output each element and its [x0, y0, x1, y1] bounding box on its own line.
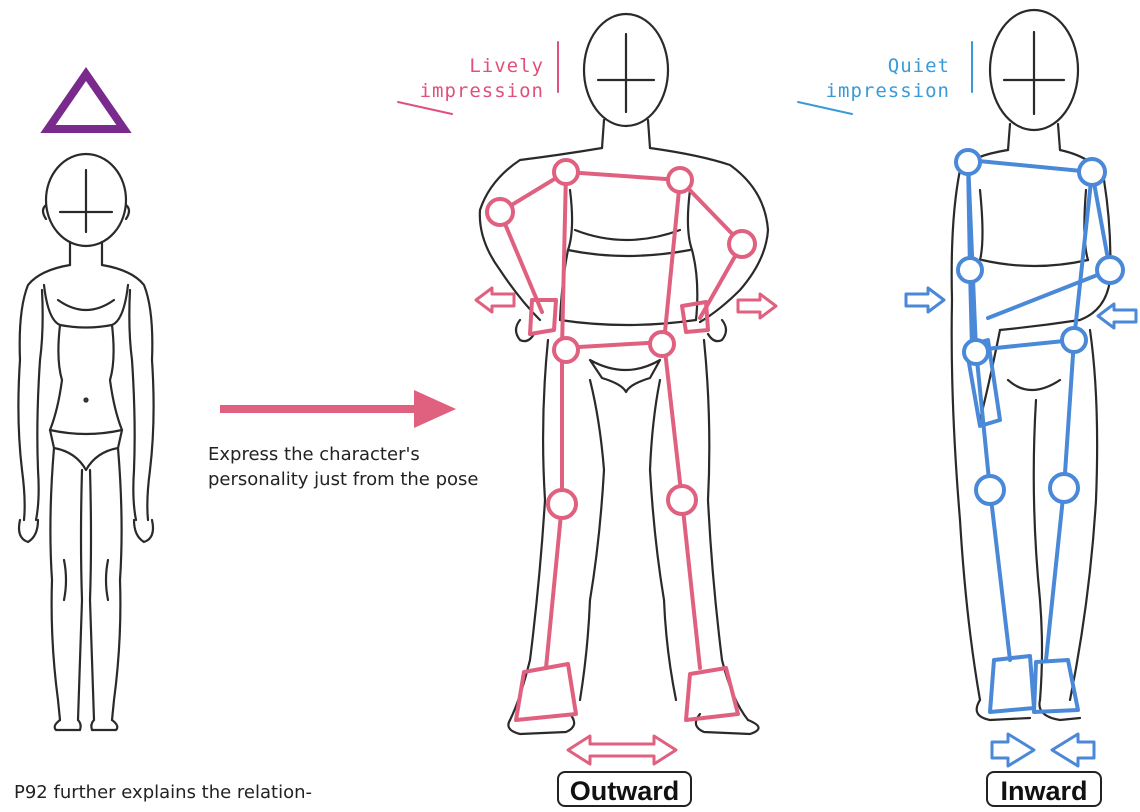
outward-side-arrows	[476, 288, 776, 318]
quiet-impression-label: Quiet impression	[824, 54, 950, 104]
page-footnote: P92 further explains the relation-	[14, 782, 312, 803]
neutral-figure	[18, 154, 153, 730]
quiet-label-line1: Quiet	[824, 54, 950, 79]
lively-label-line1: Lively	[418, 54, 544, 79]
outward-figure-sketch	[480, 14, 768, 734]
lively-label-line2: impression	[418, 79, 544, 104]
outward-skeleton	[500, 172, 742, 720]
inward-side-arrows	[906, 288, 1136, 328]
outward-arrows-icon	[568, 736, 676, 764]
inward-tag: Inward	[986, 771, 1102, 807]
lively-impression-label: Lively impression	[418, 54, 544, 104]
outward-tag: Outward	[557, 771, 692, 807]
triangle-mark-icon	[48, 74, 124, 129]
inward-skeleton	[966, 160, 1110, 712]
pose-caption: Express the character's personality just…	[208, 442, 488, 492]
inward-arrows-icon	[992, 734, 1094, 766]
quiet-label-line2: impression	[824, 79, 950, 104]
arrow-right-icon	[220, 390, 456, 428]
